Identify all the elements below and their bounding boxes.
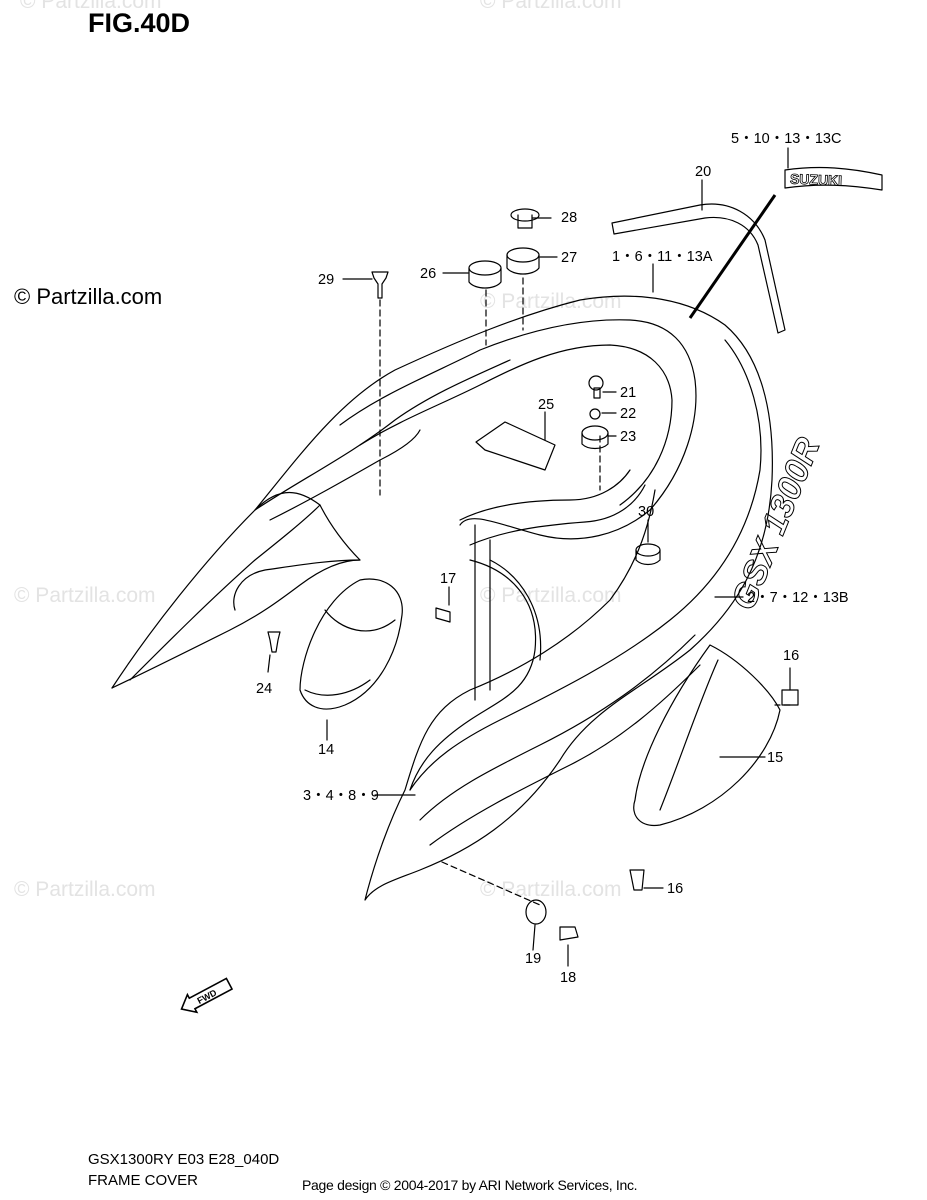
watermark: © Partzilla.com <box>480 584 622 607</box>
side-cover <box>633 644 781 827</box>
callout-label: 30 <box>638 504 654 520</box>
callout-label: 2・7・12・13B <box>747 590 849 606</box>
callout-label: 14 <box>318 742 334 758</box>
callout-label: 24 <box>256 681 272 697</box>
callout-label: 23 <box>620 429 636 445</box>
watermark: © Partzilla.com <box>480 0 622 13</box>
brand-label: © Partzilla.com <box>14 284 163 309</box>
callout-label: 26 <box>420 266 436 282</box>
watermark: © Partzilla.com <box>480 290 622 313</box>
callout-label: 22 <box>620 406 636 422</box>
gsx-decal-text: GSX 1300R <box>724 432 827 615</box>
side-panel-right <box>409 339 762 791</box>
suzuki-decal-text: SUZUKI <box>790 171 843 189</box>
tail-cowl <box>111 295 773 901</box>
callout-label: 16 <box>667 881 683 897</box>
callout-label: 28 <box>561 210 577 226</box>
callout-label: 21 <box>620 385 636 401</box>
callout-label: 20 <box>695 164 711 180</box>
watermark: © Partzilla.com <box>14 584 156 607</box>
left-lower-panel <box>111 492 361 689</box>
suzuki-decal <box>784 166 883 191</box>
callout-label: 27 <box>561 250 577 266</box>
callout-label: 16 <box>783 648 799 664</box>
watermark: © Partzilla.com <box>20 0 162 13</box>
callout-label: 5・10・13・13C <box>731 131 841 147</box>
seat-opening <box>339 319 697 540</box>
forward-arrow-icon: FWD <box>180 977 234 1014</box>
watermark: © Partzilla.com <box>480 878 622 901</box>
callout-label: 15 <box>767 750 783 766</box>
storage-box <box>299 578 403 710</box>
figure-title: FIG.40D <box>88 8 191 38</box>
model-code: GSX1300RY E03 E28_040D <box>88 1151 280 1168</box>
callout-label: 25 <box>538 397 554 413</box>
watermark: © Partzilla.com <box>14 878 156 901</box>
callout-label: 3・4・8・9 <box>303 788 379 804</box>
callout-label: 1・6・11・13A <box>612 249 713 265</box>
callout-label: 29 <box>318 272 334 288</box>
callout-label: 19 <box>525 951 541 967</box>
grab-rail <box>611 203 786 334</box>
callout-label: 18 <box>560 970 576 986</box>
copyright-notice: Page design © 2004-2017 by ARI Network S… <box>302 1177 638 1193</box>
callout-label: 17 <box>440 571 456 587</box>
section-name: FRAME COVER <box>88 1172 199 1189</box>
